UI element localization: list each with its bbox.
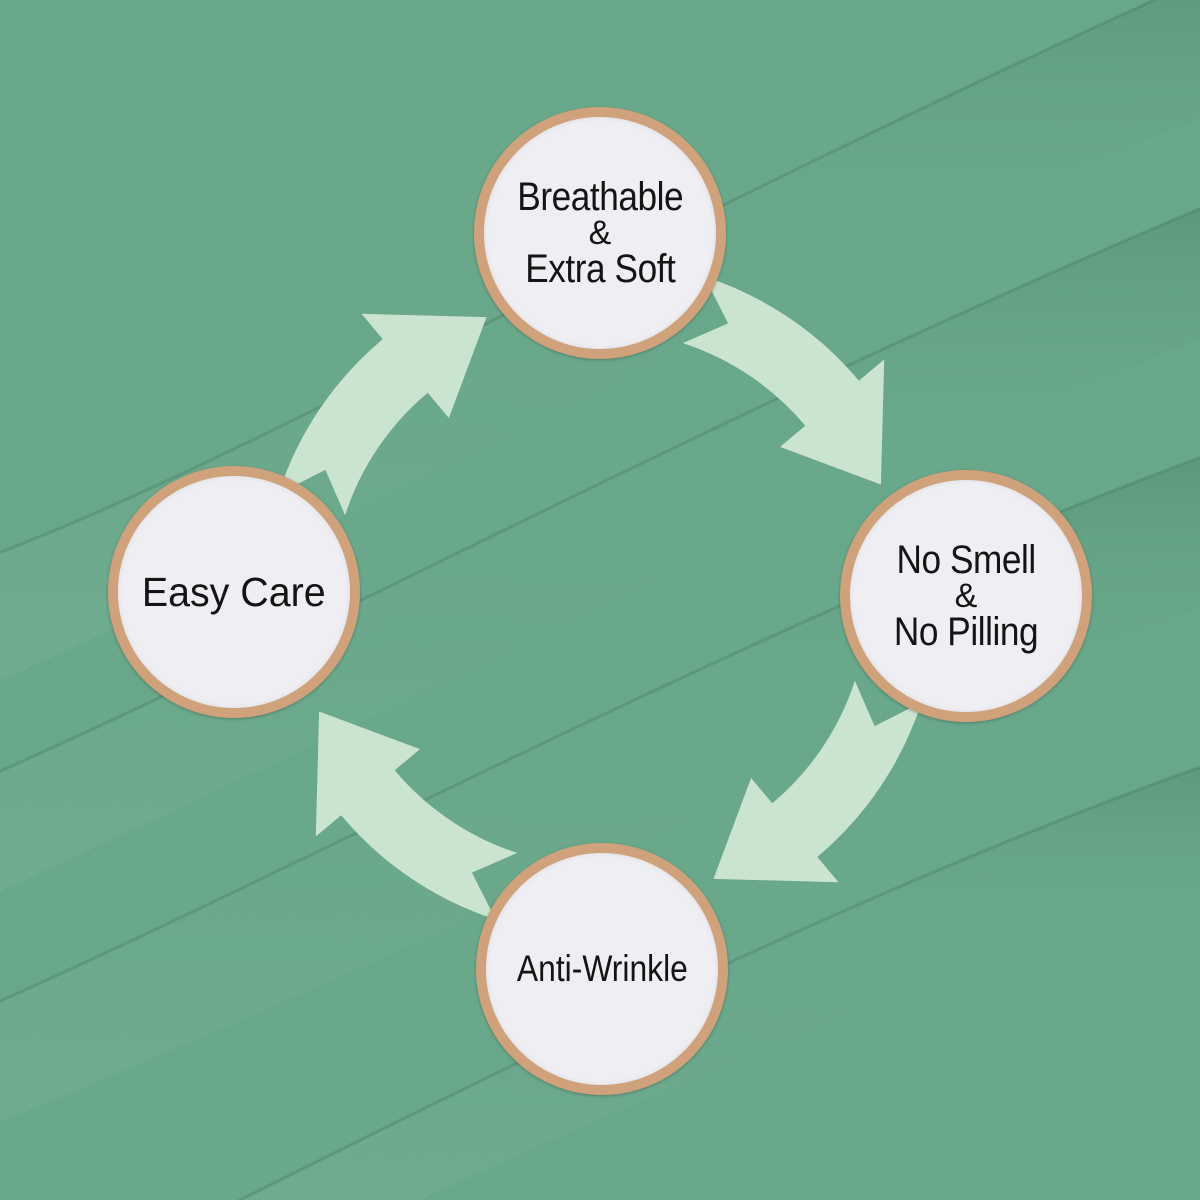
badge-line: No Smell <box>896 538 1036 582</box>
badge-line: Easy Care <box>142 569 326 615</box>
feature-badge-no-smell: No Smell & No Pilling <box>840 470 1092 722</box>
arrow-top-to-right-icon <box>682 276 885 485</box>
badge-line: Anti-Wrinkle <box>516 948 688 989</box>
feature-badge-breathable: Breathable & Extra Soft <box>474 107 726 359</box>
badge-ampersand: & <box>954 577 978 615</box>
feature-badge-anti-wrinkle: Anti-Wrinkle <box>476 843 728 1095</box>
badge-ampersand: & <box>588 214 612 252</box>
badge-line: No Pilling <box>893 610 1039 654</box>
badge-line: Extra Soft <box>524 247 676 291</box>
arrow-bottom-to-left-icon <box>315 711 518 920</box>
arrow-left-to-top-icon <box>278 313 487 516</box>
badge-line: Breathable <box>517 175 683 219</box>
fabric-crease-2 <box>0 206 1200 773</box>
fabric-fold-2 <box>0 208 1200 891</box>
arrow-right-to-bottom-icon <box>713 680 922 883</box>
feature-badge-easy-care: Easy Care <box>108 466 360 718</box>
